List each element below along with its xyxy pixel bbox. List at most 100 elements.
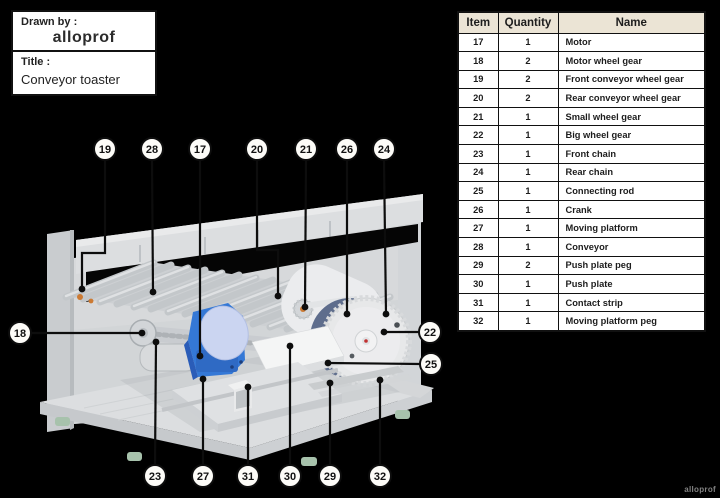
feet <box>55 410 410 466</box>
cell-name: Front conveyor wheel gear <box>557 69 706 90</box>
big-wheel-gear <box>310 295 412 387</box>
cell-item: 29 <box>457 255 499 276</box>
header-quantity: Quantity <box>497 11 559 34</box>
drawn-by-box: Drawn by : alloprof <box>11 10 157 51</box>
cell-item: 25 <box>457 181 499 201</box>
cell-qty: 1 <box>497 218 559 239</box>
drawn-by-label: Drawn by : <box>21 16 78 28</box>
leader-dot-25 <box>324 359 332 367</box>
leader-dot-30 <box>286 342 294 350</box>
cell-item: 31 <box>457 292 499 313</box>
balloon-number-28: 28 <box>146 144 158 156</box>
balloon-number-23: 23 <box>149 471 161 483</box>
leader-line-25 <box>327 361 421 366</box>
balloon-number-32: 32 <box>374 471 386 483</box>
leader-dot-26 <box>343 310 351 318</box>
leader-dot-22 <box>380 328 388 336</box>
balloon-21 <box>294 137 318 161</box>
leader-line-19 <box>80 161 107 289</box>
balloon-22 <box>418 320 442 344</box>
balloon-31 <box>236 464 260 488</box>
cell-name: Moving platform peg <box>557 311 706 331</box>
leader-line-21 <box>303 160 308 308</box>
balloon-number-21: 21 <box>300 144 312 156</box>
cell-name: Moving platform <box>557 218 706 239</box>
balloon-number-29: 29 <box>324 471 336 483</box>
leader-lines <box>31 160 421 465</box>
leader-dot-21 <box>301 303 309 311</box>
balloon-number-18: 18 <box>14 328 26 340</box>
watermark: alloprof <box>684 485 716 494</box>
balloon-27 <box>191 464 215 488</box>
leader-dot-17 <box>196 352 204 360</box>
balloon-30 <box>278 464 302 488</box>
leader-line-24 <box>382 160 388 315</box>
balloon-19 <box>93 137 117 161</box>
cell-item: 26 <box>457 199 499 220</box>
balloon-number-22: 22 <box>424 327 436 339</box>
balloon-number-19: 19 <box>99 144 111 156</box>
balloon-number-25: 25 <box>425 359 437 371</box>
cell-name: Conveyor <box>557 237 706 257</box>
cell-item: 18 <box>457 51 499 71</box>
balloon-17 <box>188 137 212 161</box>
balloon-20 <box>245 137 269 161</box>
leader-dot-24 <box>382 310 390 318</box>
cell-qty: 1 <box>497 125 559 146</box>
cell-qty: 2 <box>497 69 559 90</box>
cell-item: 32 <box>457 311 499 331</box>
cell-qty: 1 <box>497 32 559 53</box>
cell-qty: 1 <box>497 292 559 313</box>
header-item: Item <box>457 11 499 34</box>
cell-name: Push plate <box>557 274 706 294</box>
balloon-23 <box>143 464 167 488</box>
leader-dot-18 <box>138 329 146 337</box>
leader-dot-20 <box>274 292 282 300</box>
balloon-number-20: 20 <box>251 144 263 156</box>
cell-name: Front chain <box>557 144 706 164</box>
balloon-number-27: 27 <box>197 471 209 483</box>
cell-qty: 2 <box>497 51 559 71</box>
cell-name: Small wheel gear <box>557 106 706 127</box>
cell-qty: 1 <box>497 311 559 331</box>
cell-item: 23 <box>457 144 499 164</box>
cell-name: Motor wheel gear <box>557 51 706 71</box>
cell-item: 22 <box>457 125 499 146</box>
cell-item: 30 <box>457 274 499 294</box>
cell-qty: 1 <box>497 106 559 127</box>
cell-item: 27 <box>457 218 499 239</box>
cell-item: 24 <box>457 162 499 183</box>
title-label: Title : <box>21 56 51 68</box>
balloon-number-26: 26 <box>341 144 353 156</box>
leader-line-23 <box>153 341 158 465</box>
cell-name: Rear conveyor wheel gear <box>557 88 706 108</box>
leader-dot-19 <box>78 285 86 293</box>
cell-item: 19 <box>457 69 499 90</box>
balloon-24 <box>372 137 396 161</box>
balloon-25 <box>419 352 443 376</box>
cell-item: 28 <box>457 237 499 257</box>
title-block: Drawn by : alloprof Title : Conveyor toa… <box>11 10 157 96</box>
leader-dot-31 <box>244 383 252 391</box>
leader-line-28 <box>150 160 155 293</box>
table-header-row: Item Quantity Name <box>457 11 706 34</box>
cell-qty: 1 <box>497 199 559 220</box>
cell-qty: 2 <box>497 255 559 276</box>
balloon-29 <box>318 464 342 488</box>
